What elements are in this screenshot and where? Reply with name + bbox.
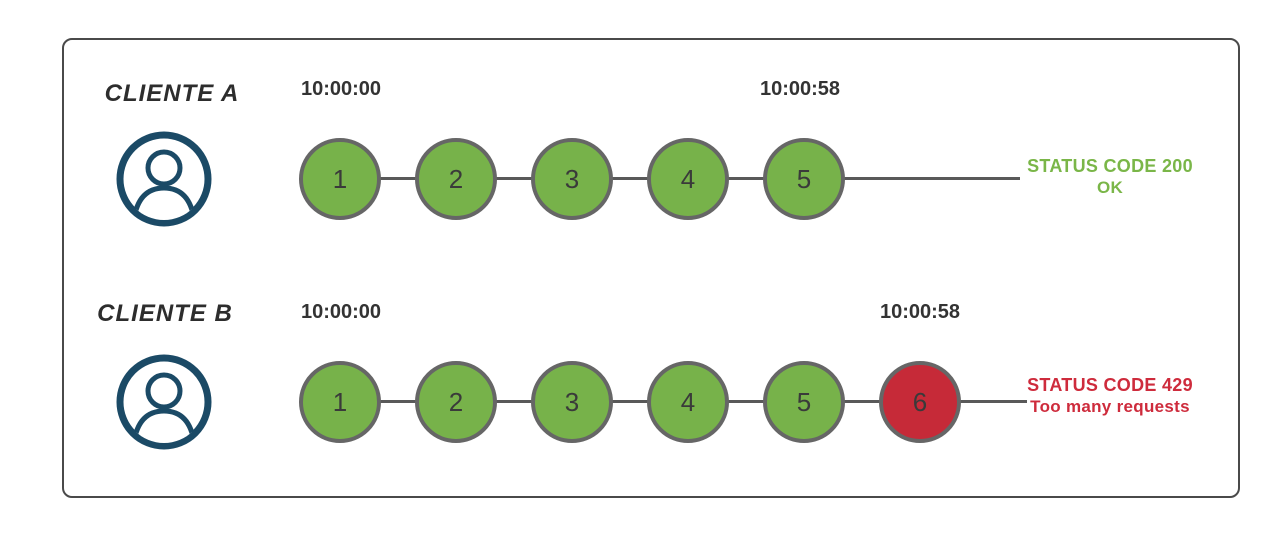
status-message-a: OK [1096,178,1124,197]
timestamp-start-a: 10:00:00 [300,78,382,100]
status-code-a: STATUS CODE 200 [1027,156,1193,176]
client-a-label: CLIENTE A [104,80,240,107]
request-node-3: 3 [531,361,613,443]
request-node-5: 5 [763,138,845,220]
status-code-b: STATUS CODE 429 [1027,375,1193,395]
status-text-b: STATUS CODE 429 Too many requests [1010,375,1210,417]
status-text-a: STATUS CODE 200 OK [1010,156,1210,198]
request-node-1: 1 [299,138,381,220]
request-node-4: 4 [647,361,729,443]
timestamp-end-a: 10:00:58 [759,78,841,100]
timestamp-start-b: 10:00:00 [300,301,382,323]
user-avatar-icon [116,131,212,227]
timestamp-end-b: 10:00:58 [879,301,961,323]
request-node-6: 6 [879,361,961,443]
request-node-3: 3 [531,138,613,220]
client-b-label: CLIENTE B [97,300,233,327]
request-node-1: 1 [299,361,381,443]
user-avatar-icon [116,354,212,450]
request-node-2: 2 [415,138,497,220]
status-message-b: Too many requests [1030,397,1190,416]
request-node-4: 4 [647,138,729,220]
request-node-2: 2 [415,361,497,443]
request-node-5: 5 [763,361,845,443]
